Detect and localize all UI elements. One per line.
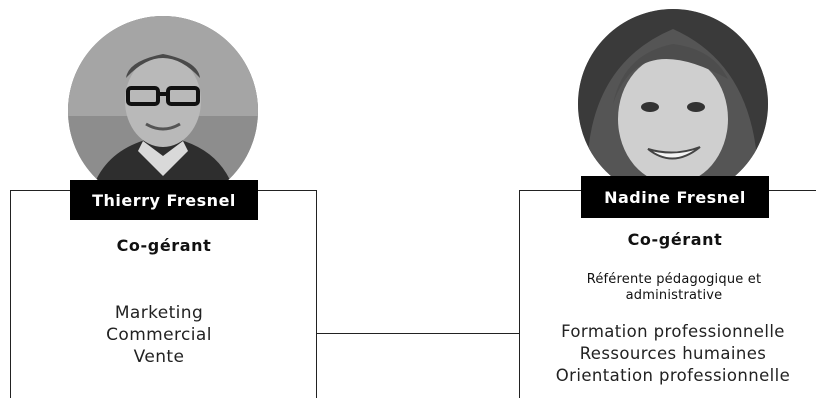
nadine-subrole: Référente pédagogique et administrative xyxy=(586,272,762,303)
connector-line xyxy=(317,333,519,334)
duty-item: Vente xyxy=(133,347,185,367)
duty-item: Orientation professionnelle xyxy=(555,366,791,385)
duty-item: Ressources humaines xyxy=(579,344,767,363)
thierry-photo xyxy=(68,16,258,206)
nadine-role: Co-gérant xyxy=(627,230,723,249)
thierry-role: Co-gérant xyxy=(116,236,212,255)
right-card-border-left xyxy=(519,190,520,398)
left-card-border-right xyxy=(316,190,317,398)
thierry-name-tag: Thierry Fresnel xyxy=(70,180,258,220)
left-card-border-top-left xyxy=(10,190,70,191)
thierry-duties: Marketing Commercial Vente xyxy=(40,302,278,368)
thierry-portrait xyxy=(68,16,258,206)
duty-item: Commercial xyxy=(106,325,212,345)
right-card-border-top-left xyxy=(519,190,581,191)
nadine-name-tag: Nadine Fresnel xyxy=(581,176,769,218)
nadine-duties: Formation professionnelle Ressources hum… xyxy=(530,321,816,387)
left-card-border-top-right xyxy=(258,190,317,191)
nadine-photo xyxy=(578,9,768,199)
nadine-portrait xyxy=(578,9,768,199)
duty-item: Formation professionnelle xyxy=(561,322,785,341)
duty-item: Marketing xyxy=(114,303,204,323)
left-card-border-left xyxy=(10,190,11,398)
right-card-border-top-right xyxy=(769,190,816,191)
